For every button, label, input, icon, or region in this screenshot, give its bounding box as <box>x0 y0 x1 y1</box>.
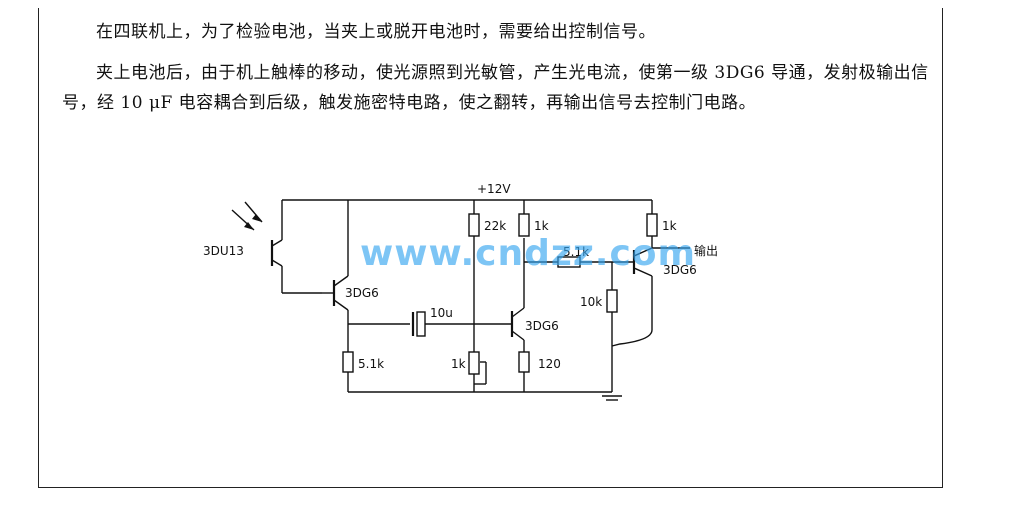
r-51k-label: 5.1k <box>563 245 589 259</box>
potentiometer-1k <box>468 351 480 375</box>
photo-label: 3DU13 <box>203 244 244 258</box>
watermark: www.cndzz.com <box>360 233 696 274</box>
q3-label: 3DG6 <box>663 263 697 277</box>
resistor-120 <box>518 351 530 373</box>
page-frame <box>38 8 943 488</box>
transistor-q1 <box>322 200 349 324</box>
supply-label: +12V <box>477 182 511 196</box>
r-c3-label: 1k <box>662 219 677 233</box>
q1-label: 3DG6 <box>345 286 379 300</box>
transistor-q3 <box>611 247 653 347</box>
transistor-q2 <box>510 238 525 352</box>
paragraph-1: 在四联机上，为了检验电池，当夹上或脱开电池时，需要给出控制信号。 <box>96 22 656 42</box>
r-c2-label: 1k <box>534 219 549 233</box>
paragraph-2: 夹上电池后，由于机上触棒的移动，使光源照到光敏管，产生光电流，使第一级 3DG6… <box>62 63 929 113</box>
r-e2-label: 120 <box>538 357 561 371</box>
resistor-5k1-emitter <box>342 351 354 373</box>
r-e1-label: 5.1k <box>358 357 384 371</box>
q2-label: 3DG6 <box>525 319 559 333</box>
capacitor-10u <box>411 311 512 337</box>
resistor-1k-c2 <box>518 213 530 237</box>
phototransistor <box>231 200 322 294</box>
r-22k-label: 22k <box>484 219 506 233</box>
output-label: 输出 <box>694 243 718 258</box>
cap-label: 10u <box>430 306 453 320</box>
r-pot-label: 1k <box>451 357 466 371</box>
r-10k-label: 10k <box>580 295 602 309</box>
resistor-10k <box>606 289 618 313</box>
